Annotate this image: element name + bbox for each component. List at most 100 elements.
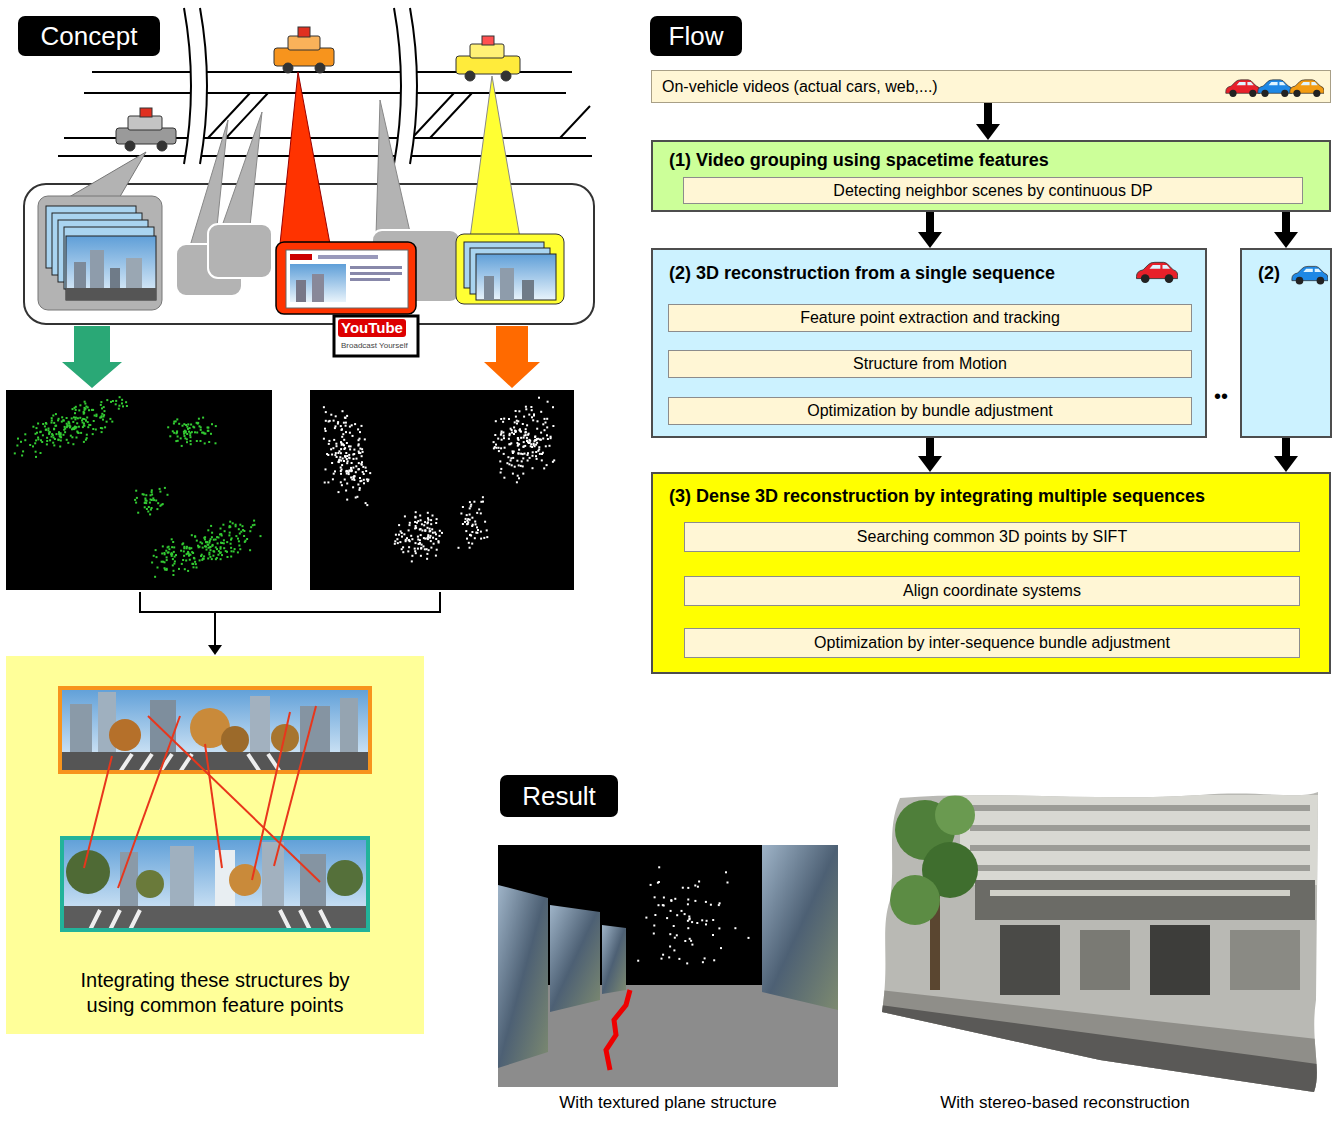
rect-shape [532,467,534,469]
rect-shape [516,481,518,483]
rect-shape [215,425,217,427]
rect-shape [194,536,196,538]
rect-shape [172,558,174,560]
rect-shape [200,440,202,442]
rect-shape [100,401,102,403]
rect-shape [183,555,185,557]
rect-shape [350,272,402,275]
rect-shape [508,438,510,440]
rect-shape [471,517,473,519]
rect-shape [401,536,403,538]
caption: With textured plane structure [498,1092,838,1114]
rect-shape [503,453,505,455]
rect-shape [462,506,464,508]
rect-shape [458,547,460,549]
rect-shape [335,415,337,417]
rect-shape [546,418,548,420]
rect-shape [185,424,187,426]
rect-shape [182,559,184,561]
rect-shape [528,414,530,416]
rect-shape [67,425,69,427]
rect-shape [517,452,519,454]
rect-shape [517,420,519,422]
polyline-shape [140,592,440,612]
rect-shape [151,489,153,491]
rect-shape [204,536,206,538]
rect-shape [333,439,335,441]
stage-box: (2) [1240,248,1332,438]
box-text: On-vehicle videos (actual cars, web,...) [662,71,938,102]
polygon-shape [280,72,330,244]
rect-shape [526,440,528,442]
rect-shape [82,418,84,420]
rect-shape [533,413,535,415]
path-shape [58,72,592,156]
rect-shape [477,529,479,531]
rect-shape [46,440,48,442]
rect-shape [333,473,335,475]
circle-shape [190,708,230,748]
rect-shape [70,435,72,437]
rect-shape [172,541,174,543]
rect-shape [346,483,348,485]
rect-shape [960,795,1320,885]
rect-shape [200,429,202,431]
circle-shape [66,850,110,894]
rect-shape [196,567,198,569]
box-text: Optimization by inter-sequence bundle ad… [814,629,1170,657]
rect-shape [456,234,564,304]
rect-shape [329,420,331,422]
rect-shape [146,508,148,510]
rect-shape [207,558,209,560]
rect-shape [478,508,480,510]
rect-shape [60,752,370,772]
rect-shape [75,417,77,419]
rect-shape [199,559,201,561]
rect-shape [250,696,270,754]
rect-shape [415,552,417,554]
rect-shape [92,409,94,411]
path-shape [184,8,207,164]
rect-shape [77,432,79,434]
rect-shape [221,554,223,556]
rect-shape [100,427,102,429]
line-shape [205,744,222,868]
use-shape [1292,266,1328,284]
rect-shape [324,428,326,430]
rect-shape [52,415,54,417]
rect-shape [208,552,210,554]
rect-shape [690,940,692,942]
rect-shape [358,468,360,470]
rect-shape [415,525,417,527]
rect-shape [494,434,496,436]
flow-arrow [918,212,942,248]
rect-shape [115,400,117,402]
caption: With stereo-based reconstruction [875,1092,1255,1114]
rect-shape [84,401,86,403]
rect-shape [552,461,554,463]
rect-shape [56,433,58,435]
rect-shape [469,514,471,516]
rect-shape [343,439,345,441]
rect-shape [111,421,113,423]
rect-shape [167,426,169,428]
rect-shape [416,522,418,524]
line-shape [118,716,180,888]
rect-shape [194,431,196,433]
rect-shape [1080,930,1130,990]
rect-shape [150,700,176,754]
rect-shape [522,423,524,425]
rect-shape [164,567,166,569]
rect-shape [486,536,488,538]
rect-shape [54,438,56,440]
rect-shape [427,527,429,529]
rect-shape [361,464,363,466]
g-shape [1226,80,1324,97]
rect-shape [524,453,526,455]
rect-shape [429,537,431,539]
rect-shape [210,546,212,548]
rect-shape [466,523,468,525]
rect-shape [414,521,416,523]
rect-shape [429,530,431,532]
line-shape [214,612,216,646]
